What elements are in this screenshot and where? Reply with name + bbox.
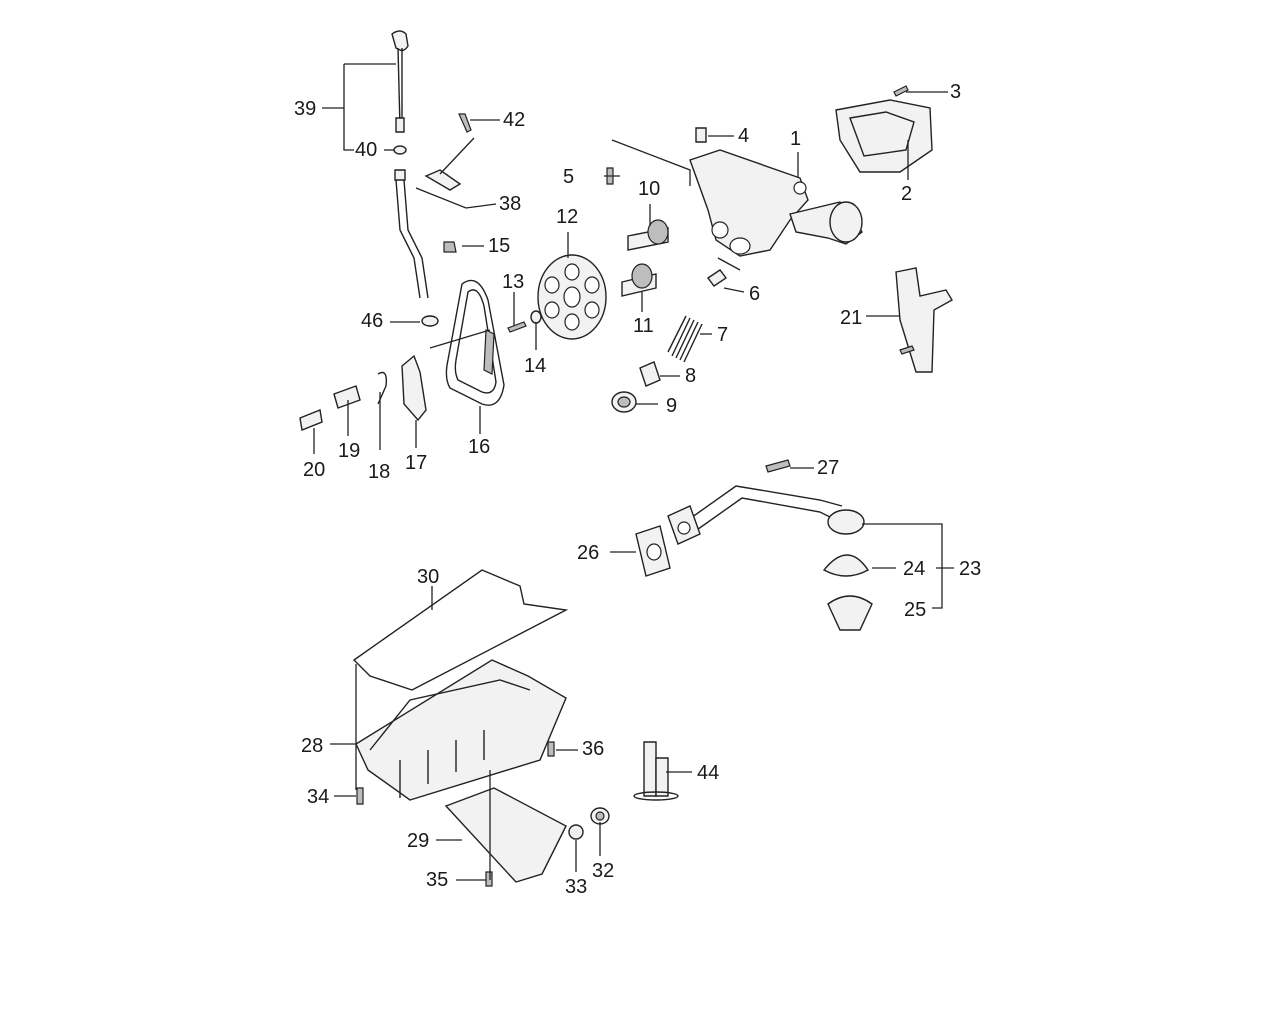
callout-labels: 1 2 3 4 5 6 7 8 9 10 11 12 13 14 15 16 1…: [294, 81, 981, 898]
tensioner-pin: [299, 409, 323, 431]
driven-gear: [621, 263, 657, 297]
pump-cover: [835, 99, 933, 173]
callout-7: 7: [717, 324, 728, 346]
dowel-pins: [633, 741, 679, 801]
support-bracket: [895, 267, 953, 373]
callout-17: 17: [405, 452, 427, 474]
callout-19: 19: [338, 440, 360, 462]
callout-28: 28: [301, 735, 323, 757]
tensioner-bushing: [333, 385, 361, 409]
callout-42: 42: [503, 109, 525, 131]
drive-chain: [445, 279, 505, 406]
callout-34: 34: [307, 786, 329, 808]
dowel-sleeve: [695, 127, 707, 143]
bracket-bolt: [458, 113, 472, 133]
callout-12: 12: [556, 206, 578, 228]
callout-40: 40: [355, 139, 377, 161]
callout-24: 24: [903, 558, 925, 580]
washer: [421, 315, 439, 327]
pickup-bolt: [765, 459, 791, 473]
sprocket-bolt: [507, 321, 527, 333]
callout-29: 29: [407, 830, 429, 852]
callout-4: 4: [738, 125, 749, 147]
drive-gear: [627, 219, 669, 251]
oil-pump-housing: [689, 149, 863, 257]
valve-sleeve: [639, 361, 661, 387]
pan-screw: [547, 741, 555, 757]
callout-15: 15: [488, 235, 510, 257]
pickup-gasket: [635, 525, 671, 577]
bracket-stud: [899, 345, 915, 355]
pan-bolt: [356, 787, 364, 805]
callout-46: 46: [361, 310, 383, 332]
tube-bracket: [424, 169, 462, 191]
oil-pickup-pipe: [667, 485, 865, 545]
drain-plug: [590, 807, 610, 825]
strainer-cup: [827, 595, 873, 631]
callout-23: 23: [959, 558, 981, 580]
callout-9: 9: [666, 395, 677, 417]
hose-clip: [443, 241, 457, 253]
oil-sump: [444, 787, 567, 883]
callout-8: 8: [685, 365, 696, 387]
callout-25: 25: [904, 599, 926, 621]
dipstick: [391, 30, 409, 133]
callout-36: 36: [582, 738, 604, 760]
valve-plug: [611, 391, 637, 413]
seal-ring: [568, 824, 584, 840]
oil-strainer: [822, 554, 870, 577]
callout-5: 5: [563, 166, 574, 188]
dipstick-tube: [394, 169, 429, 299]
callout-13: 13: [502, 271, 524, 293]
leader-lines: [313, 63, 954, 881]
sprocket-washer: [530, 310, 542, 324]
oil-pump-sprocket: [537, 254, 607, 340]
oil-pan: [355, 659, 567, 801]
callout-1: 1: [790, 128, 801, 150]
callout-2: 2: [901, 183, 912, 205]
callout-32: 32: [592, 860, 614, 882]
callout-44: 44: [697, 762, 719, 784]
callout-20: 20: [303, 459, 325, 481]
callout-3: 3: [950, 81, 961, 103]
callout-30: 30: [417, 566, 439, 588]
valve-spring: [667, 315, 703, 363]
o-ring: [393, 145, 407, 155]
callout-39: 39: [294, 98, 316, 120]
callout-21: 21: [840, 307, 862, 329]
callout-10: 10: [638, 178, 660, 200]
callout-16: 16: [468, 436, 490, 458]
callout-11: 11: [633, 315, 654, 337]
sump-bolt: [485, 871, 493, 887]
callout-33: 33: [565, 876, 587, 898]
tensioner-spring: [377, 371, 388, 405]
callout-35: 35: [426, 869, 448, 891]
oil-pan-gasket: [352, 569, 569, 691]
callout-27: 27: [817, 457, 839, 479]
callout-26: 26: [577, 542, 599, 564]
callout-18: 18: [368, 461, 390, 483]
chain-tensioner-rail: [401, 354, 427, 422]
valve-piston: [706, 269, 728, 287]
callout-38: 38: [499, 193, 521, 215]
callout-6: 6: [749, 283, 760, 305]
cover-bolt: [893, 85, 909, 97]
callout-14: 14: [524, 355, 546, 377]
